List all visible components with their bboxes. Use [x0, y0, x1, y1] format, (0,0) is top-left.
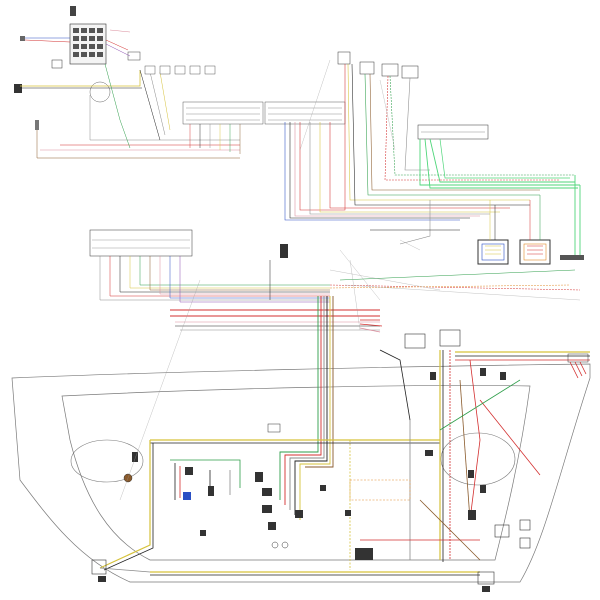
top-left-long-connector	[182, 101, 346, 125]
top-right-helm	[337, 51, 489, 140]
main-trunk	[279, 296, 334, 520]
leader-lines	[119, 59, 581, 501]
right-pigtail	[359, 319, 383, 333]
top-right-wiring	[284, 63, 581, 255]
starboard-pigtail	[567, 353, 589, 379]
deck-components	[91, 329, 531, 592]
middle-connector-block	[89, 229, 193, 257]
junction-box-right	[519, 239, 551, 265]
top-left-fanout	[189, 124, 241, 154]
top-left-connector-row	[144, 65, 216, 75]
compartment-outline	[349, 479, 411, 501]
hull-outline	[11, 363, 591, 583]
middle-relay	[280, 244, 288, 258]
deck-harness	[99, 349, 590, 576]
junction-box-left	[477, 239, 509, 265]
left-deck-ellipse	[70, 439, 144, 483]
right-deck-ellipse	[440, 432, 516, 486]
right-terminal-block	[560, 255, 584, 260]
